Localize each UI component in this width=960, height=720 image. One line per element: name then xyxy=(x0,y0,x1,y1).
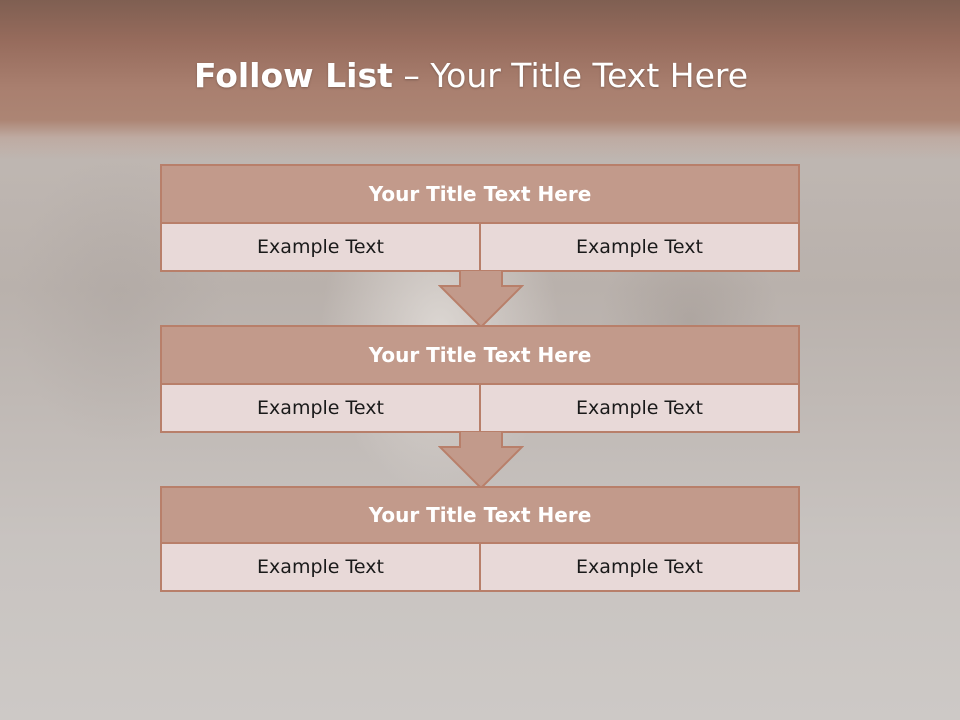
list-block-3: Your Title Text Here Example Text Exampl… xyxy=(160,486,800,592)
block-row: Example Text Example Text xyxy=(162,224,798,270)
down-arrow-icon xyxy=(438,431,524,489)
block-title: Your Title Text Here xyxy=(162,488,798,544)
slide-title-bold: Follow List xyxy=(193,56,393,95)
list-block-2: Your Title Text Here Example Text Exampl… xyxy=(160,325,800,433)
slide-title: Follow List – Your Title Text Here xyxy=(0,56,942,95)
down-arrow-icon xyxy=(438,270,524,328)
block-cell-right: Example Text xyxy=(479,385,798,431)
block-row: Example Text Example Text xyxy=(162,385,798,431)
block-title: Your Title Text Here xyxy=(162,327,798,385)
block-cell-left: Example Text xyxy=(162,224,479,270)
block-row: Example Text Example Text xyxy=(162,544,798,590)
list-block-1: Your Title Text Here Example Text Exampl… xyxy=(160,164,800,272)
slide-title-rest: – Your Title Text Here xyxy=(392,56,749,95)
block-title: Your Title Text Here xyxy=(162,166,798,224)
block-cell-left: Example Text xyxy=(162,385,479,431)
block-cell-right: Example Text xyxy=(479,544,798,590)
header-band xyxy=(0,0,960,160)
block-cell-left: Example Text xyxy=(162,544,479,590)
block-cell-right: Example Text xyxy=(479,224,798,270)
